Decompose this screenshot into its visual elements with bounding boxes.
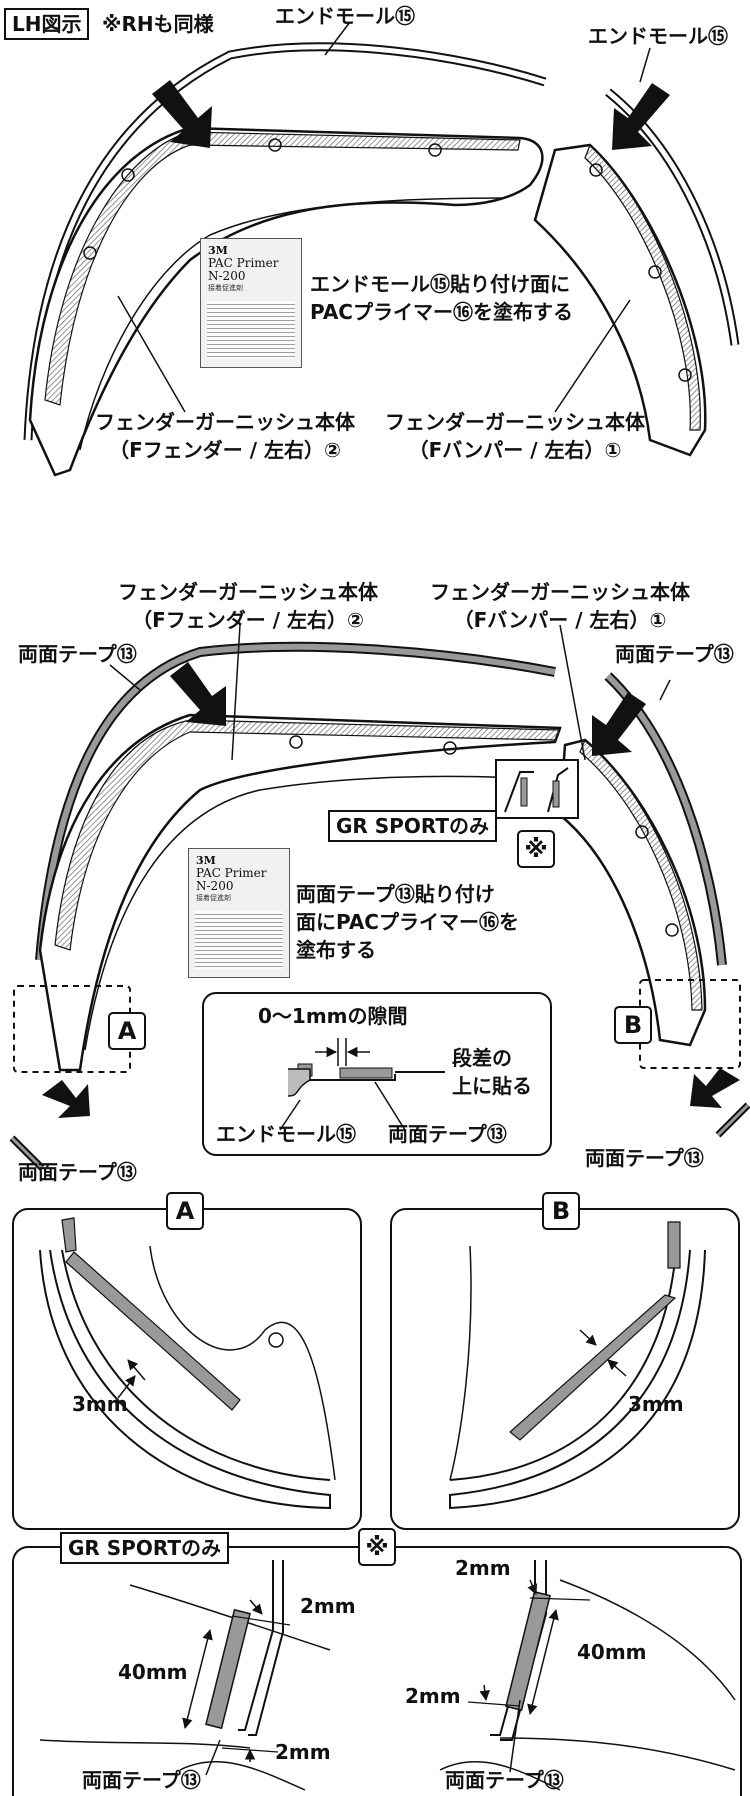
mid-primer-line-1: 両面テープ⑬貼り付け: [296, 882, 495, 906]
end-mould-label-right: エンドモール⑮: [588, 24, 728, 48]
gr-left-length: 40mm: [118, 1660, 188, 1684]
section-detail-box: [202, 992, 552, 1156]
gr-panel-kome: ※: [358, 1528, 396, 1566]
detail-a-panel: [12, 1208, 362, 1530]
mid-fender-label-2: （Fフェンダー / 左右）②: [132, 608, 364, 632]
top-press-arrows: [152, 80, 670, 150]
detail-b-dim: 3mm: [628, 1392, 684, 1416]
mid-bumper-label-2: （Fバンパー / 左右）①: [453, 608, 667, 632]
tape-label-bottom-left: 両面テープ⑬: [18, 1160, 137, 1184]
gap-label: 0〜1mmの隙間: [258, 1004, 408, 1028]
gr-right-length: 40mm: [577, 1640, 647, 1664]
primer-sub: 接着促進剤: [208, 284, 243, 292]
primer-model: N-200: [208, 269, 246, 283]
mid-leader-lines: [109, 624, 671, 761]
top-fender-label-2: （Fフェンダー / 左右）②: [109, 438, 341, 462]
pac-primer-can-top: 3M PAC Primer N-200 接着促進剤: [200, 238, 302, 368]
mid-inset-gr-sport: [495, 759, 579, 819]
lh-tag: LH図示: [4, 8, 90, 40]
top-primer-line-2: PACプライマー⑯を塗布する: [310, 300, 573, 324]
gr-panel-title: GR SPORTのみ: [60, 1532, 229, 1564]
end-mould-label-left: エンドモール⑮: [275, 4, 415, 28]
mid-left-tape-strip: [35, 641, 556, 961]
gr-sport-tag: GR SPORTのみ: [328, 810, 497, 842]
mid-primer-line-2: 面にPACプライマー⑯を: [296, 910, 519, 934]
gr-right-top-gap: 2mm: [455, 1556, 511, 1580]
step-label-2: 上に貼る: [452, 1074, 532, 1098]
primer-sub: 接着促進剤: [196, 894, 231, 902]
tape-label-top-right: 両面テープ⑬: [615, 642, 734, 666]
primer-brand: 3M: [208, 244, 228, 257]
mid-fender-label-1: フェンダーガーニッシュ本体: [118, 580, 378, 604]
top-right-bumper-garnish: [533, 143, 707, 457]
primer-model: N-200: [196, 879, 234, 893]
mid-bumper-label-1: フェンダーガーニッシュ本体: [430, 580, 690, 604]
marker-b: B: [614, 1006, 652, 1044]
rh-note: ※RHも同様: [102, 12, 214, 36]
tape-label-top-left: 両面テープ⑬: [18, 642, 137, 666]
mid-right-bumper-garnish: [558, 738, 707, 1047]
top-left-end-mould: [23, 42, 547, 441]
top-bumper-label-2: （Fバンパー / 左右）①: [408, 438, 622, 462]
section-tape-label: 両面テープ⑬: [388, 1122, 507, 1146]
primer-name: PAC Primer: [208, 256, 279, 270]
mid-bottom-tape-pieces: [9, 1102, 750, 1171]
gr-left-bottom-gap: 2mm: [275, 1740, 331, 1764]
top-bumper-label-1: フェンダーガーニッシュ本体: [385, 410, 645, 434]
marker-a: A: [108, 1012, 146, 1050]
mid-primer-line-3: 塗布する: [296, 938, 376, 962]
detail-a-dim: 3mm: [72, 1392, 128, 1416]
gr-left-top-gap: 2mm: [300, 1594, 356, 1618]
mid-press-arrows: [42, 662, 740, 1118]
primer-brand: 3M: [196, 854, 216, 867]
section-detail-drawing: [279, 1038, 445, 1131]
top-leader-lines: [117, 21, 651, 413]
detail-b-panel: [390, 1208, 740, 1530]
top-primer-line-1: エンドモール⑮貼り付け面に: [310, 272, 570, 296]
gr-right-side-gap: 2mm: [405, 1684, 461, 1708]
step-label-1: 段差の: [452, 1046, 512, 1070]
detail-b-drawing: [449, 1221, 706, 1510]
kome-marker: ※: [517, 830, 555, 868]
detail-b-title: B: [542, 1192, 580, 1230]
top-fender-label-1: フェンダーガーニッシュ本体: [95, 410, 355, 434]
detail-a-title: A: [166, 1192, 204, 1230]
top-left-fender-garnish: [28, 126, 544, 477]
section-end-mould-label: エンドモール⑮: [216, 1122, 356, 1146]
tape-label-bottom-right: 両面テープ⑬: [585, 1146, 704, 1170]
detail-a-drawing: [39, 1217, 336, 1510]
gr-right-drawing: [439, 1560, 736, 1791]
primer-fine-print: [195, 911, 283, 969]
mid-left-fender-garnish: [38, 713, 562, 1072]
primer-name: PAC Primer: [196, 866, 267, 880]
pac-primer-can-mid: 3M PAC Primer N-200 接着促進剤: [188, 848, 290, 978]
primer-fine-print: [207, 301, 295, 359]
gr-left-drawing: [39, 1560, 331, 1791]
gr-right-tape: 両面テープ⑬: [445, 1768, 564, 1792]
gr-left-tape: 両面テープ⑬: [82, 1768, 201, 1792]
